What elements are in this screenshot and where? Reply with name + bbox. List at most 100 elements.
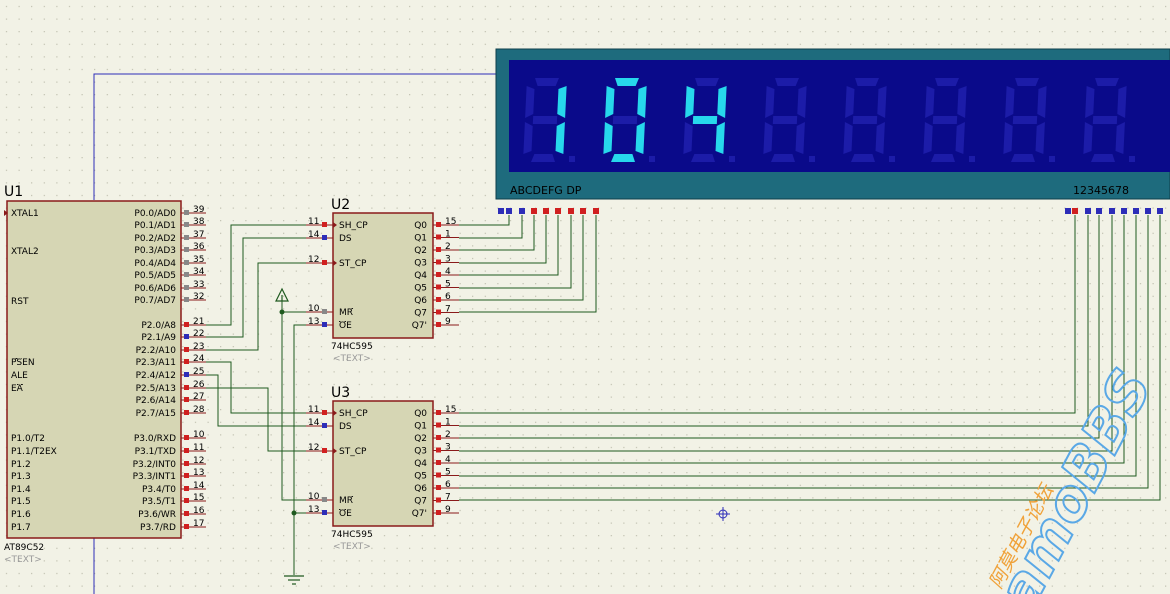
segment-a: [935, 78, 959, 86]
u1-pin-number: 16: [193, 506, 205, 516]
hc595-pin-label: Q0: [414, 221, 427, 231]
pin-marker: [436, 422, 441, 428]
hc595-pin-label: Q1: [414, 234, 427, 244]
segment-e: [683, 122, 693, 154]
u1-pin-number: 24: [193, 354, 205, 364]
segment-a: [1095, 78, 1119, 86]
display-pin-marker: [593, 208, 599, 214]
pin-marker: [184, 322, 189, 327]
u1-pin-number: 34: [193, 267, 205, 277]
pin-marker: [322, 222, 327, 227]
hc595-pin-number: 9: [445, 317, 451, 327]
pin-marker: [184, 511, 189, 516]
u1-pin-label: XTAL1: [11, 209, 39, 219]
seven-segment-display[interactable]: ABCDEFG DP 12345678: [495, 48, 1170, 214]
pin-marker: [436, 222, 441, 227]
hc595-pin-label: Q6: [414, 484, 427, 494]
u1-pin-number: 36: [193, 242, 205, 252]
u1-pin-number: 38: [193, 217, 205, 227]
pin-marker: [184, 247, 189, 252]
u1-pin-label: P1.3: [11, 472, 31, 482]
segment-a: [695, 78, 719, 86]
u1-pin-label: P3.3/INT1: [133, 472, 176, 482]
u1-pin-number: 23: [193, 342, 204, 352]
u1-pin-label: P1.5: [11, 497, 31, 507]
hc595-pin-label: DS: [339, 234, 352, 244]
u3-part: 74HC595: [331, 530, 373, 540]
crosshair-cursor-icon: [716, 507, 730, 521]
hc595-pin-label: Q7': [412, 321, 427, 331]
segment-c: [875, 122, 885, 154]
segment-b: [957, 86, 967, 118]
digit-pin-label: 12345678: [1073, 184, 1129, 197]
segment-c: [955, 122, 965, 154]
u1-pin-label: P3.1/TXD: [135, 447, 176, 457]
segment-g: [932, 116, 958, 124]
segment-f: [1085, 86, 1095, 118]
segment-e: [1083, 122, 1093, 154]
hc595-pin-label: Q2: [414, 246, 427, 256]
hc595-pin-number: 13: [308, 317, 319, 327]
u1-pin-label: P0.1/AD1: [134, 221, 176, 231]
segment-b: [1117, 86, 1127, 118]
pin-marker: [436, 322, 441, 327]
ground-terminal-icon[interactable]: [284, 575, 304, 585]
u2-chip[interactable]: U2 74HC595 <TEXT> SH_CP11DS14ST_CP12MR10…: [306, 197, 459, 364]
hc595-pin-label: MR: [339, 496, 353, 506]
hc595-pin-label: Q7: [414, 497, 427, 507]
segment-e: [1003, 122, 1013, 154]
u1-pin-label: P0.7/AD7: [134, 296, 176, 306]
segment-c: [1115, 122, 1125, 154]
pin-marker: [184, 385, 189, 390]
hc595-pin-number: 7: [445, 493, 451, 503]
display-pin-marker: [580, 208, 586, 214]
pin-marker: [322, 235, 327, 240]
u1-chip[interactable]: U1 AT89C52 <TEXT> XTAL1XTAL2RSTPSENALEEA…: [4, 184, 206, 565]
u1-pin-number: 15: [193, 493, 204, 503]
u1-pin-label: PSEN: [11, 358, 35, 368]
segment-c: [635, 122, 645, 154]
wires: [206, 215, 1161, 575]
pin-marker: [322, 423, 327, 428]
pin-marker: [184, 260, 189, 265]
u1-pin-label: P2.4/A12: [136, 371, 176, 381]
u2-ref: U2: [331, 197, 350, 213]
hc595-pin-label: Q3: [414, 447, 427, 457]
segment-c: [715, 122, 725, 154]
segment-f: [765, 86, 775, 118]
pin-marker: [184, 435, 189, 440]
segment-a: [775, 78, 799, 86]
power-terminal-icon[interactable]: [275, 287, 289, 302]
hc595-pin-number: 11: [308, 217, 319, 227]
segment-e: [523, 122, 533, 154]
u1-pin-label: P2.0/A8: [141, 321, 176, 331]
u1-pin-number: 11: [193, 443, 204, 453]
display-digits: [523, 78, 1135, 162]
u1-pin-label: P3.6/WR: [138, 510, 176, 520]
u1-pin-label: P3.7/RD: [140, 523, 176, 533]
segment-pin-label: ABCDEFG DP: [510, 184, 582, 197]
pin-marker: [184, 235, 189, 240]
hc595-pin-label: OE: [339, 509, 352, 519]
u1-pin-label: ALE: [11, 371, 28, 381]
u3-chip[interactable]: U3 74HC595 <TEXT> SH_CP11DS14ST_CP12MR10…: [306, 385, 459, 552]
hc595-pin-label: Q6: [414, 296, 427, 306]
decimal-point: [729, 156, 735, 162]
pin-marker: [184, 448, 189, 453]
u1-pin-number: 10: [193, 430, 205, 440]
u1-pin-number: 12: [193, 456, 204, 466]
segment-d: [531, 154, 555, 162]
display-pin-marker: [1109, 208, 1115, 214]
pin-marker: [184, 486, 189, 491]
u1-pin-number: 33: [193, 280, 204, 290]
display-pin-marker: [555, 208, 561, 214]
display-pin-marker: [1065, 208, 1071, 214]
segment-c: [795, 122, 805, 154]
segment-e: [843, 122, 853, 154]
u1-pin-label: P2.6/A14: [136, 396, 177, 406]
hc595-pin-label: Q4: [414, 271, 427, 281]
u1-pin-label: XTAL2: [11, 247, 39, 257]
